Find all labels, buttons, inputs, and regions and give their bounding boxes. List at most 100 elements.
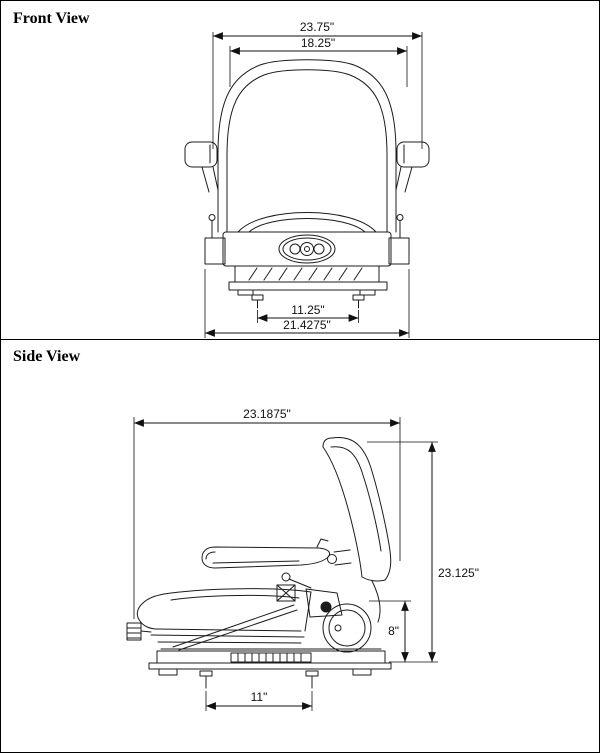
emblem-circle-center xyxy=(300,242,314,256)
base-ribbed-strip xyxy=(230,652,312,663)
front-bracket-right xyxy=(388,214,410,265)
dim-label-overall-height: 23.125" xyxy=(438,566,479,580)
front-cushion-line-inner xyxy=(248,218,366,233)
bracket-right-body xyxy=(388,237,410,265)
base-foot-left xyxy=(158,668,178,676)
spring-can-outer xyxy=(322,603,372,653)
bolt-left-head xyxy=(199,670,213,677)
section-divider xyxy=(1,339,599,340)
dim-base-height: 8" xyxy=(369,600,411,662)
pivot-bracket xyxy=(305,588,343,618)
dim-extension-line xyxy=(367,441,438,663)
recline-lever-knob xyxy=(281,572,291,582)
side-armrest-bracket xyxy=(333,549,352,566)
side-view-drawing xyxy=(126,437,392,689)
side-mounting-bolts xyxy=(199,670,319,689)
side-base xyxy=(148,648,392,676)
base-foot-right xyxy=(352,668,372,676)
dim-label-overall-width: 23.75" xyxy=(300,20,334,34)
front-view-drawing xyxy=(184,59,430,309)
base-foot-right xyxy=(359,289,376,296)
suspension-hatching xyxy=(248,267,363,281)
base-foot-left xyxy=(237,289,254,296)
front-bracket-left xyxy=(204,214,226,265)
bracket-left-pin-head xyxy=(208,214,216,221)
front-view-dimensions: 23.75" 18.25" 11.25" 21.4275" xyxy=(204,20,423,338)
side-cushion-seam xyxy=(170,594,300,601)
dim-overall-width: 23.75" xyxy=(212,20,423,149)
side-backrest-front-edge xyxy=(322,446,363,578)
dim-extension-line xyxy=(212,32,423,149)
side-view-dimensions: 23.1875" 23.125" 8" 11" xyxy=(133,407,479,711)
side-armrest-pad-end-seam xyxy=(205,551,216,560)
scissor-arm-1 xyxy=(172,604,295,648)
emblem-circle-dot xyxy=(304,246,310,252)
bolt-right-head xyxy=(352,294,365,301)
side-backrest-rear-support xyxy=(371,580,381,623)
side-armrest-latch xyxy=(316,538,329,548)
mech-plate-cross xyxy=(276,584,296,602)
dim-label-backrest-width: 18.25" xyxy=(301,36,335,50)
knob-body xyxy=(126,622,142,641)
spring-can-inner xyxy=(328,609,366,647)
side-armrest xyxy=(201,538,352,569)
side-armrest-pad-bottom-seam xyxy=(212,560,300,564)
frame-line-upper xyxy=(150,634,305,638)
dim-label-base-height: 8" xyxy=(388,624,399,638)
front-base-emblem xyxy=(278,234,336,264)
front-cushion-line-outer xyxy=(237,212,377,233)
knob-stem xyxy=(140,630,152,633)
recline-lever xyxy=(288,578,312,589)
spring-can-bolt xyxy=(334,624,342,632)
knob-knurling xyxy=(126,627,142,639)
dim-extension-line xyxy=(133,417,401,619)
armrest-right-stem xyxy=(395,166,413,193)
front-suspension xyxy=(228,265,388,296)
dim-side-bolt-spacing: 11" xyxy=(205,690,313,711)
front-seat-base xyxy=(222,231,392,267)
side-view-title: Side View xyxy=(13,348,81,365)
bracket-left-body xyxy=(204,237,226,265)
side-suspension xyxy=(150,572,372,653)
mech-plate xyxy=(276,584,296,602)
dim-label-side-bolt-spacing: 11" xyxy=(251,690,268,704)
front-backrest-inner-seam xyxy=(226,69,388,233)
side-cushion xyxy=(136,588,312,632)
scissor-arm-2 xyxy=(178,609,298,651)
base-rail xyxy=(228,281,388,291)
dim-base-width: 21.4275" xyxy=(204,269,410,338)
dim-label-bolt-spacing: 11.25" xyxy=(291,303,324,317)
side-backrest xyxy=(322,437,392,623)
emblem-circle-right xyxy=(313,243,325,255)
dim-extension-line xyxy=(204,269,410,338)
front-backrest-outline xyxy=(217,59,397,233)
bolt-left-head xyxy=(251,294,264,301)
dim-backrest-width: 18.25" xyxy=(229,36,408,87)
armrest-left-stem xyxy=(201,166,219,193)
frame-line-lower xyxy=(157,641,302,644)
dim-label-base-width: 21.4275" xyxy=(283,318,331,332)
pivot-bolt xyxy=(320,601,332,613)
emblem-inner-oval xyxy=(282,237,332,261)
side-backrest-rear-edge xyxy=(331,437,392,581)
dim-overall-depth: 23.1875" xyxy=(133,407,401,619)
emblem-outer-oval xyxy=(278,234,336,264)
side-backrest-bottom xyxy=(361,576,386,582)
bolt-right-head xyxy=(305,670,319,677)
armrest-left-pad xyxy=(184,141,218,168)
front-armrest-left xyxy=(184,141,219,193)
side-cushion-rear-edge xyxy=(304,591,312,632)
dim-label-overall-depth: 23.1875" xyxy=(243,407,291,421)
base-rib-hatching xyxy=(237,652,302,663)
side-backrest-top-cap xyxy=(322,437,333,448)
front-mounting-bolts xyxy=(251,294,365,309)
armrest-right-pad xyxy=(396,141,430,168)
dim-overall-height: 23.125" xyxy=(367,441,479,663)
side-cushion-outline xyxy=(136,588,312,632)
emblem-circle-left xyxy=(289,243,301,255)
bracket-right-pin-head xyxy=(396,214,404,221)
side-adjuster-knob xyxy=(126,622,152,641)
side-armrest-pivot xyxy=(327,554,337,564)
